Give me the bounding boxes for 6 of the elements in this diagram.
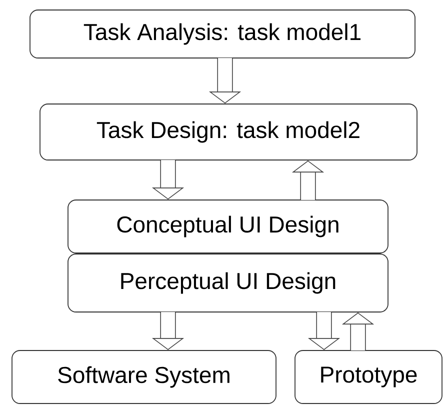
process-box: Software System — [12, 350, 276, 404]
process-box: Task Design: task model2 — [40, 104, 418, 160]
process-box: Prototype — [294, 350, 442, 404]
process-box: Task Analysis: task model1 — [30, 10, 416, 58]
process-box: Perceptual UI Design — [68, 254, 388, 312]
process-box: Conceptual UI Design — [68, 200, 388, 254]
